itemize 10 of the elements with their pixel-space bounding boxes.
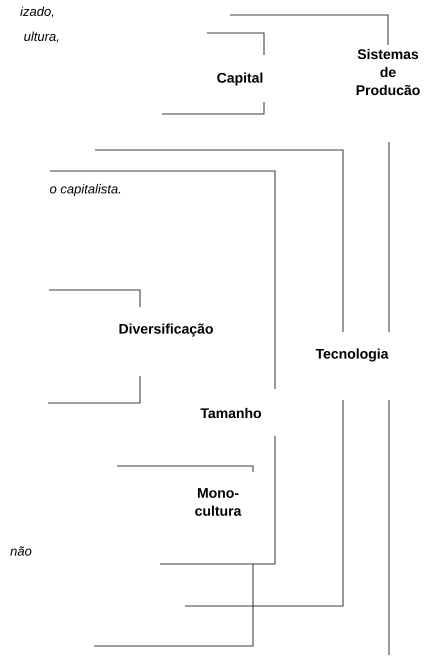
category-label: Diversificação — [119, 323, 213, 337]
text-fragment: ultura, — [24, 31, 58, 43]
text-fragment: izado, — [20, 6, 54, 18]
category-label: Sistemas de Producão — [356, 48, 420, 96]
text-fragment: o capitalista. — [50, 184, 120, 196]
category-label: Mono- cultura — [195, 488, 242, 516]
category-label: Capital — [217, 72, 262, 86]
category-label: Tecnologia — [316, 348, 389, 362]
category-label: Tamanho — [200, 408, 262, 418]
text-fragment: não — [10, 546, 32, 556]
